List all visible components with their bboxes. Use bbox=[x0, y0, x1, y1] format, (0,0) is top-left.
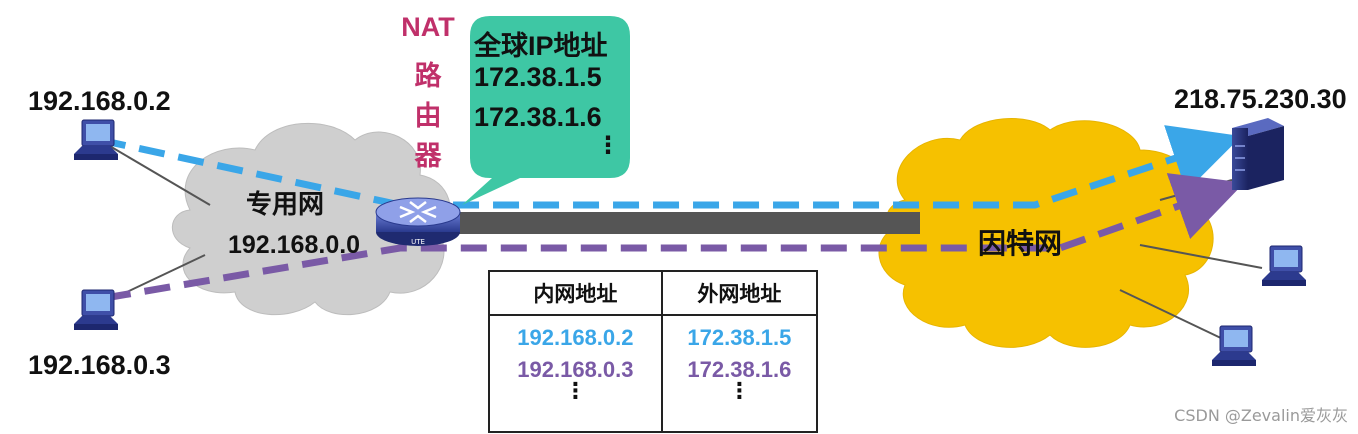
global-ip-1: 172.38.1.5 bbox=[474, 62, 602, 92]
pc-host-b-icon bbox=[74, 289, 118, 330]
header-outer-address: 外网地址 bbox=[660, 270, 819, 316]
internet-label: 因特网 bbox=[978, 228, 1063, 259]
inner-address-cell: 192.168.0.2 192.168.0.3 ⋮ bbox=[488, 314, 663, 433]
host-a-ip-label: 192.168.0.2 bbox=[28, 86, 171, 116]
outer-address-2: 172.38.1.6 bbox=[687, 357, 792, 382]
inner-ellipsis: ⋮ bbox=[564, 378, 587, 403]
router-badge-text: UTE bbox=[411, 238, 425, 246]
router-label-char-1: 路 bbox=[414, 61, 442, 92]
header-inner-address: 内网地址 bbox=[488, 270, 663, 316]
outer-address-1: 172.38.1.5 bbox=[687, 325, 792, 350]
inner-address-1: 192.168.0.2 bbox=[517, 325, 634, 350]
outer-address-cell: 172.38.1.5 172.38.1.6 ⋮ bbox=[660, 314, 819, 433]
global-ip-title: 全球IP地址 bbox=[474, 31, 608, 61]
trunk-link bbox=[450, 212, 920, 234]
router-label-char-3: 器 bbox=[414, 141, 442, 172]
nat-mapping-table: 内网地址 外网地址 192.168.0.2 192.168.0.3 ⋮ 172.… bbox=[488, 270, 819, 433]
purple-path bbox=[104, 173, 1245, 302]
server-ip-label: 218.75.230.30 bbox=[1174, 84, 1347, 114]
inner-address-2: 192.168.0.3 bbox=[517, 357, 634, 382]
pc-host-a-icon bbox=[74, 119, 118, 160]
nat-label: NAT bbox=[401, 12, 455, 42]
outer-ellipsis: ⋮ bbox=[728, 378, 751, 403]
blue-path bbox=[99, 125, 1242, 209]
pc-internet-a-icon bbox=[1262, 245, 1306, 286]
table-header-row: 内网地址 外网地址 bbox=[488, 270, 819, 316]
pc-internet-b-icon bbox=[1212, 325, 1256, 366]
watermark: CSDN @Zevalin爱灰灰 bbox=[1174, 406, 1348, 425]
server-icon bbox=[1232, 118, 1284, 190]
private-network-label: 专用网 bbox=[246, 189, 325, 219]
nat-router-icon: UTE bbox=[375, 197, 461, 246]
global-ip-2: 172.38.1.6 bbox=[474, 102, 602, 132]
global-ip-bubble bbox=[462, 16, 630, 205]
global-ip-ellipsis: ⋮ bbox=[596, 132, 620, 159]
host-b-ip-label: 192.168.0.3 bbox=[28, 350, 171, 380]
table-row: 192.168.0.2 192.168.0.3 ⋮ 172.38.1.5 172… bbox=[488, 314, 819, 433]
private-network-address: 192.168.0.0 bbox=[228, 231, 361, 259]
router-label-char-2: 由 bbox=[414, 101, 442, 132]
